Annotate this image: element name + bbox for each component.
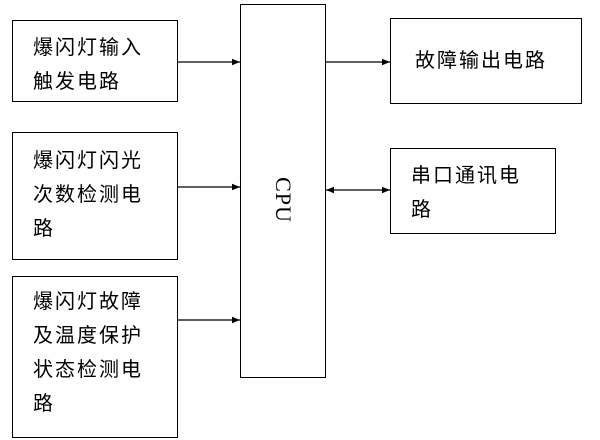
flash-trigger-input-label: 爆闪灯输入 触发电路 bbox=[33, 35, 143, 93]
flash-count-detection-block: 爆闪灯闪光 次数检测电 路 bbox=[12, 132, 178, 260]
serial-comm-block: 串口通讯电 路 bbox=[390, 148, 556, 234]
fault-output-block: 故障输出电路 bbox=[390, 18, 582, 104]
flash-trigger-input-block: 爆闪灯输入 触发电路 bbox=[12, 20, 178, 102]
serial-comm-label: 串口通讯电 路 bbox=[411, 163, 521, 221]
flash-count-detection-label: 爆闪灯闪光 次数检测电 路 bbox=[33, 148, 143, 240]
fault-temp-protection-label: 爆闪灯故障 及温度保护 状态检测电 路 bbox=[33, 289, 143, 415]
cpu-block: CPU bbox=[240, 4, 326, 378]
fault-output-label: 故障输出电路 bbox=[415, 48, 547, 72]
fault-temp-protection-block: 爆闪灯故障 及温度保护 状态检测电 路 bbox=[12, 276, 178, 438]
